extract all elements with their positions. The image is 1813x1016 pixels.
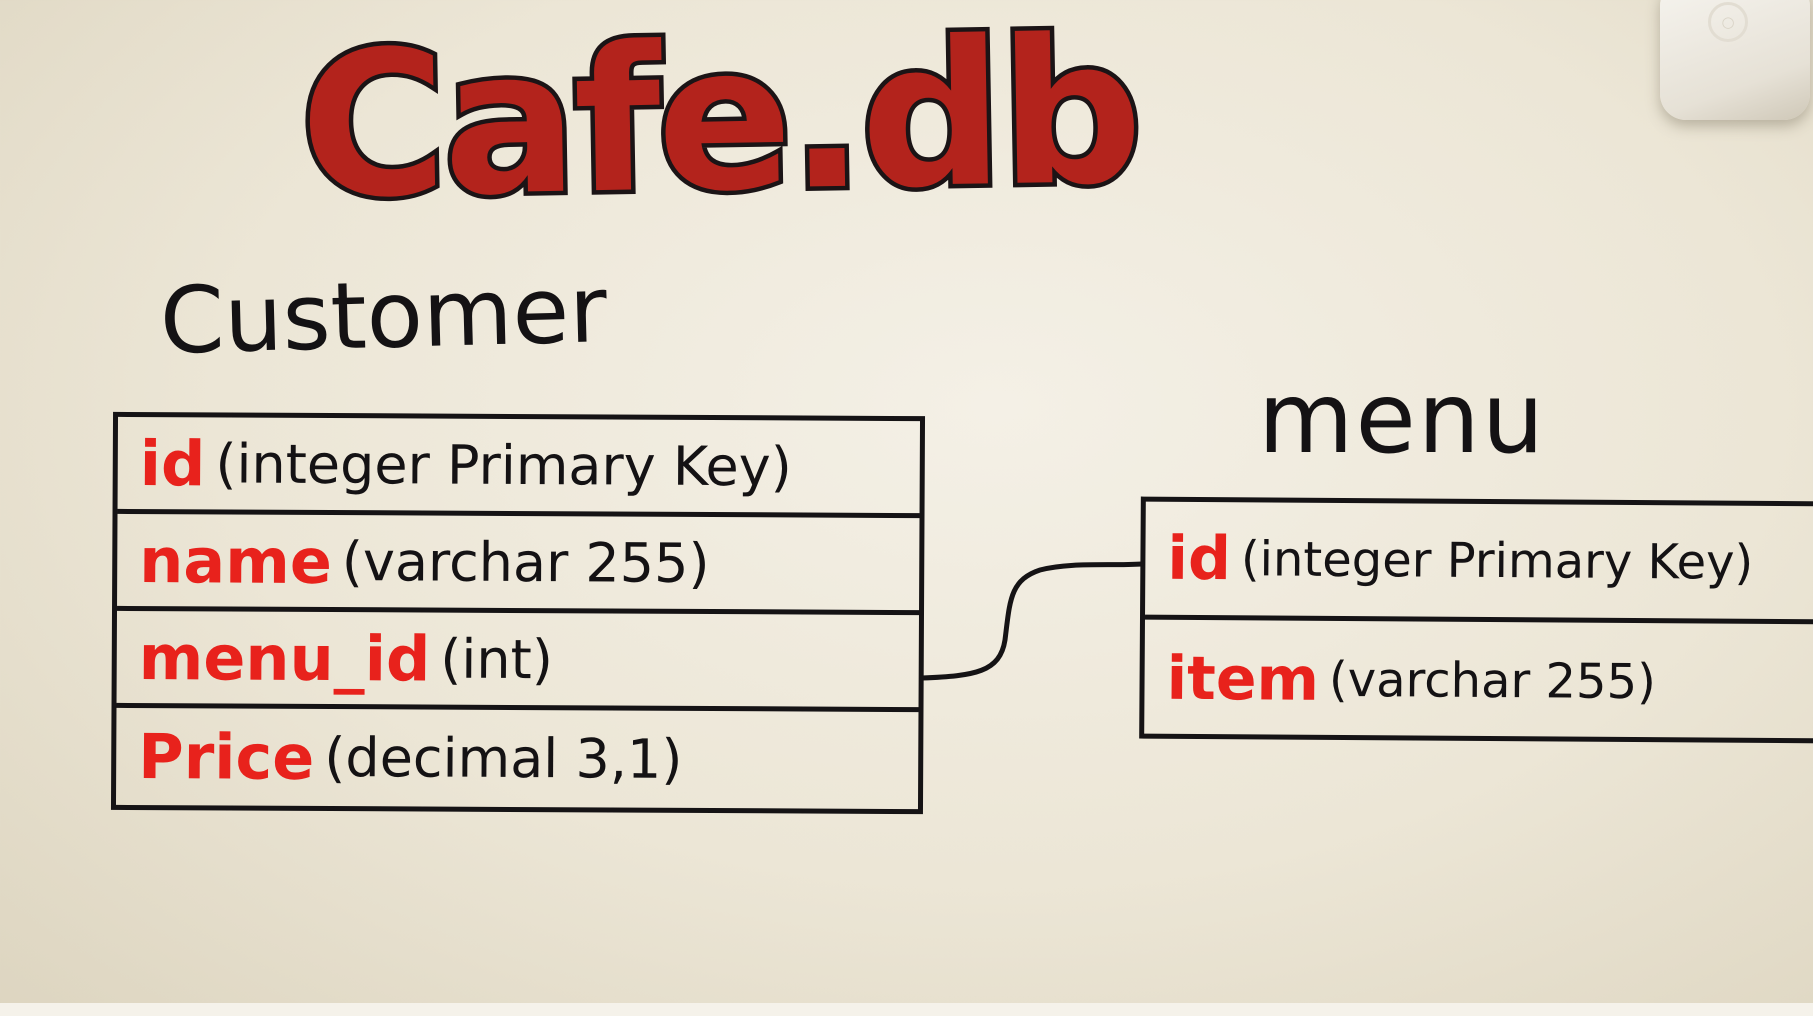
menu-table-title: menu [1258, 362, 1546, 476]
customer-table-title: Customer [158, 256, 609, 375]
customer-row-menu-id: menu_id (int) [116, 610, 919, 713]
field-name: Price [138, 720, 315, 794]
eraser-logo-icon: ○ [1708, 2, 1748, 42]
field-type: (integer Primary Key) [215, 431, 792, 498]
field-type: (varchar 255) [1328, 651, 1657, 711]
field-type: (varchar 255) [341, 529, 710, 595]
menu-row-id: id (integer Primary Key) [1144, 501, 1813, 625]
customer-row-name: name (varchar 255) [117, 513, 920, 616]
field-name: item [1166, 643, 1320, 715]
field-type: (integer Primary Key) [1240, 530, 1754, 591]
field-name: name [139, 523, 333, 598]
customer-table: id (integer Primary Key) name (varchar 2… [110, 411, 926, 815]
diagram-title: Cafe.db [294, 0, 1146, 248]
field-name: menu_id [138, 620, 431, 696]
field-name: id [1167, 523, 1232, 594]
relationship-line [919, 561, 1145, 681]
whiteboard-eraser-icon: ○ [1660, 0, 1810, 120]
customer-row-price: Price (decimal 3,1) [116, 708, 918, 809]
field-type: (int) [440, 627, 554, 691]
menu-row-item: item (varchar 255) [1144, 620, 1813, 743]
menu-table: id (integer Primary Key) item (varchar 2… [1139, 496, 1813, 744]
customer-row-id: id (integer Primary Key) [117, 416, 921, 519]
field-name: id [139, 426, 206, 500]
board-edge [0, 1003, 1813, 1016]
field-type: (decimal 3,1) [324, 725, 683, 791]
